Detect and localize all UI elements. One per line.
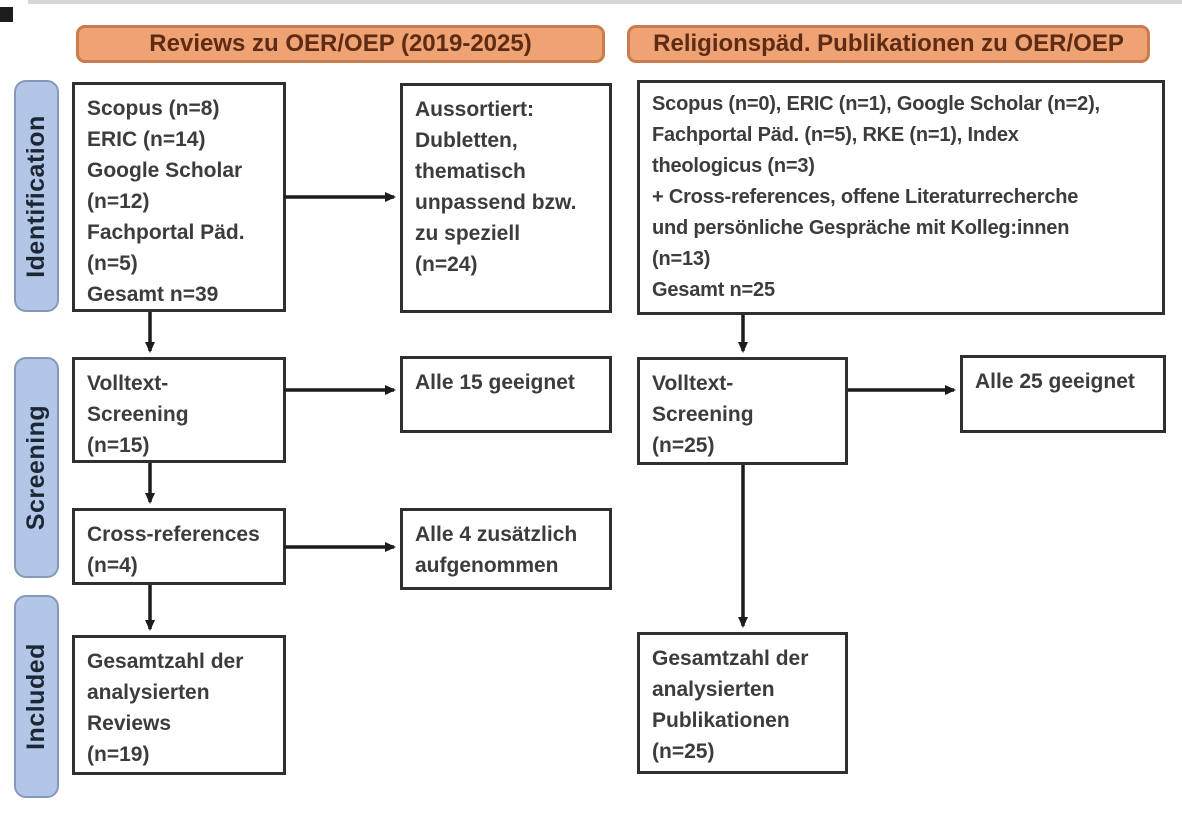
stage-tab-screening: Screening [14, 357, 59, 578]
box-left-added: Alle 4 zusätzlich aufgenommen [400, 508, 612, 590]
scan-artifact-top-line [28, 0, 1182, 4]
stage-tab-identification: Identification [14, 80, 59, 312]
box-left-eligible: Alle 15 geeignet [400, 356, 612, 433]
stage-tab-included: Included [14, 595, 59, 798]
box-left-excluded: Aussortiert: Dubletten, thematisch unpas… [400, 83, 612, 313]
box-right-fulltext-screening: Volltext- Screening (n=25) [637, 357, 848, 465]
stage-label-identification: Identification [22, 114, 50, 278]
column-header-religionspaed: Religionspäd. Publikationen zu OER/OEP [627, 25, 1150, 63]
stage-label-included: Included [22, 643, 51, 750]
stage-label-screening: Screening [22, 404, 50, 531]
box-right-included-total: Gesamtzahl der analysierten Publikatione… [637, 632, 848, 774]
scan-artifact-corner-mark [0, 7, 13, 22]
box-right-eligible: Alle 25 geeignet [960, 355, 1166, 433]
box-left-identification-sources: Scopus (n=8) ERIC (n=14) Google Scholar … [72, 82, 286, 312]
box-right-identification-sources: Scopus (n=0), ERIC (n=1), Google Scholar… [637, 80, 1165, 315]
box-left-cross-references: Cross-references (n=4) [72, 508, 286, 585]
box-left-included-total: Gesamtzahl der analysierten Reviews (n=1… [72, 635, 286, 775]
column-header-reviews: Reviews zu OER/OEP (2019-2025) [76, 25, 605, 63]
box-left-fulltext-screening: Volltext- Screening (n=15) [72, 357, 286, 463]
